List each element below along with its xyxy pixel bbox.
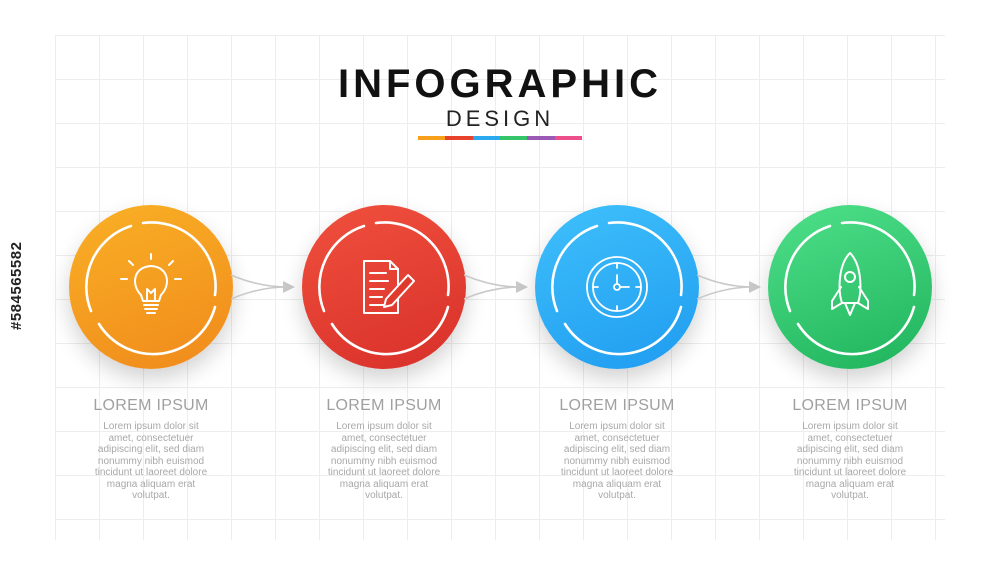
step-circle-2 bbox=[302, 205, 466, 369]
rainbow-underline bbox=[418, 136, 582, 140]
rocket-icon bbox=[831, 252, 869, 316]
step-title: LOREM IPSUM bbox=[326, 397, 442, 414]
document-pencil-icon bbox=[363, 260, 415, 314]
step-title: LOREM IPSUM bbox=[792, 397, 908, 414]
step-circle-3 bbox=[535, 205, 699, 369]
underline-segment bbox=[499, 136, 528, 140]
underline-segment bbox=[418, 136, 446, 140]
underline-segment bbox=[472, 136, 500, 140]
stock-id-watermark: #584565582 bbox=[8, 241, 25, 330]
step-description: Lorem ipsum dolor sit amet, consectetuer… bbox=[793, 421, 907, 501]
underline-segment bbox=[554, 136, 582, 140]
step-description: Lorem ipsum dolor sit amet, consectetuer… bbox=[327, 421, 441, 501]
page-subtitle: DESIGN bbox=[445, 106, 555, 131]
step-description: Lorem ipsum dolor sit amet, consectetuer… bbox=[560, 421, 674, 501]
connector-arrow-icon bbox=[463, 265, 534, 314]
underline-segment bbox=[445, 136, 473, 140]
step-circle-4 bbox=[768, 205, 932, 369]
page-title: INFOGRAPHIC bbox=[338, 62, 662, 106]
step-circle-1 bbox=[69, 205, 233, 369]
underline-segment bbox=[527, 136, 555, 140]
step-title: LOREM IPSUM bbox=[559, 397, 675, 414]
connector-arrow-icon bbox=[696, 265, 767, 314]
step-description: Lorem ipsum dolor sit amet, consectetuer… bbox=[94, 421, 208, 501]
connector-arrow-icon bbox=[230, 265, 301, 314]
clock-icon bbox=[586, 256, 648, 318]
lightbulb-icon bbox=[120, 253, 182, 314]
step-title: LOREM IPSUM bbox=[93, 397, 209, 414]
